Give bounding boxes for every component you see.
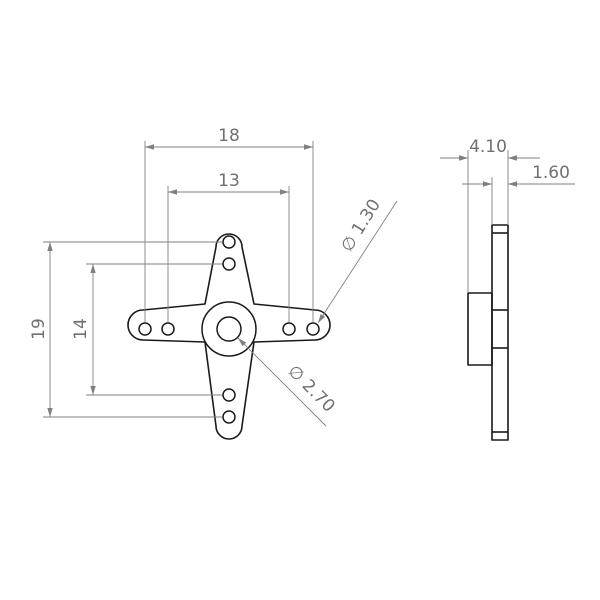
dimension-label-1-60: 1.60 (532, 163, 570, 183)
dimension-hole-spacing-vertical: 14 (71, 263, 222, 396)
dimension-label-diameter-1-30: ∅ 1.30 (337, 196, 385, 256)
side-hub (467, 292, 493, 366)
dimension-label-13: 13 (218, 171, 240, 191)
horn-outline (127, 233, 331, 440)
dimension-label-18: 18 (218, 126, 240, 146)
dimension-side-plate-thickness: 1.60 (462, 163, 575, 225)
dimension-overall-width: 18 (144, 126, 314, 322)
dimension-overall-height: 19 (29, 241, 222, 418)
center-hole (216, 316, 242, 342)
side-plate (491, 224, 509, 441)
dimension-label-19: 19 (29, 318, 49, 340)
hole-left-inner (161, 322, 175, 336)
dimension-label-diameter-2-70: ∅ 2.70 (283, 361, 338, 416)
hole-top-outer (222, 235, 236, 249)
hole-bottom-inner (222, 388, 236, 402)
center-hub (201, 301, 257, 357)
dimension-label-14: 14 (71, 318, 91, 340)
hole-bottom-outer (222, 410, 236, 424)
leader-outer-hole-diameter: ∅ 1.30 (317, 196, 398, 324)
dimension-hole-spacing-horizontal: 13 (167, 171, 290, 322)
dimension-side-total-thickness: 4.10 (440, 137, 540, 293)
dimension-label-4-10: 4.10 (469, 137, 507, 157)
hole-right-outer (306, 322, 320, 336)
hole-right-inner (282, 322, 296, 336)
hole-left-outer (138, 322, 152, 336)
side-view (467, 224, 509, 441)
hole-top-inner (222, 257, 236, 271)
front-view (127, 233, 331, 440)
